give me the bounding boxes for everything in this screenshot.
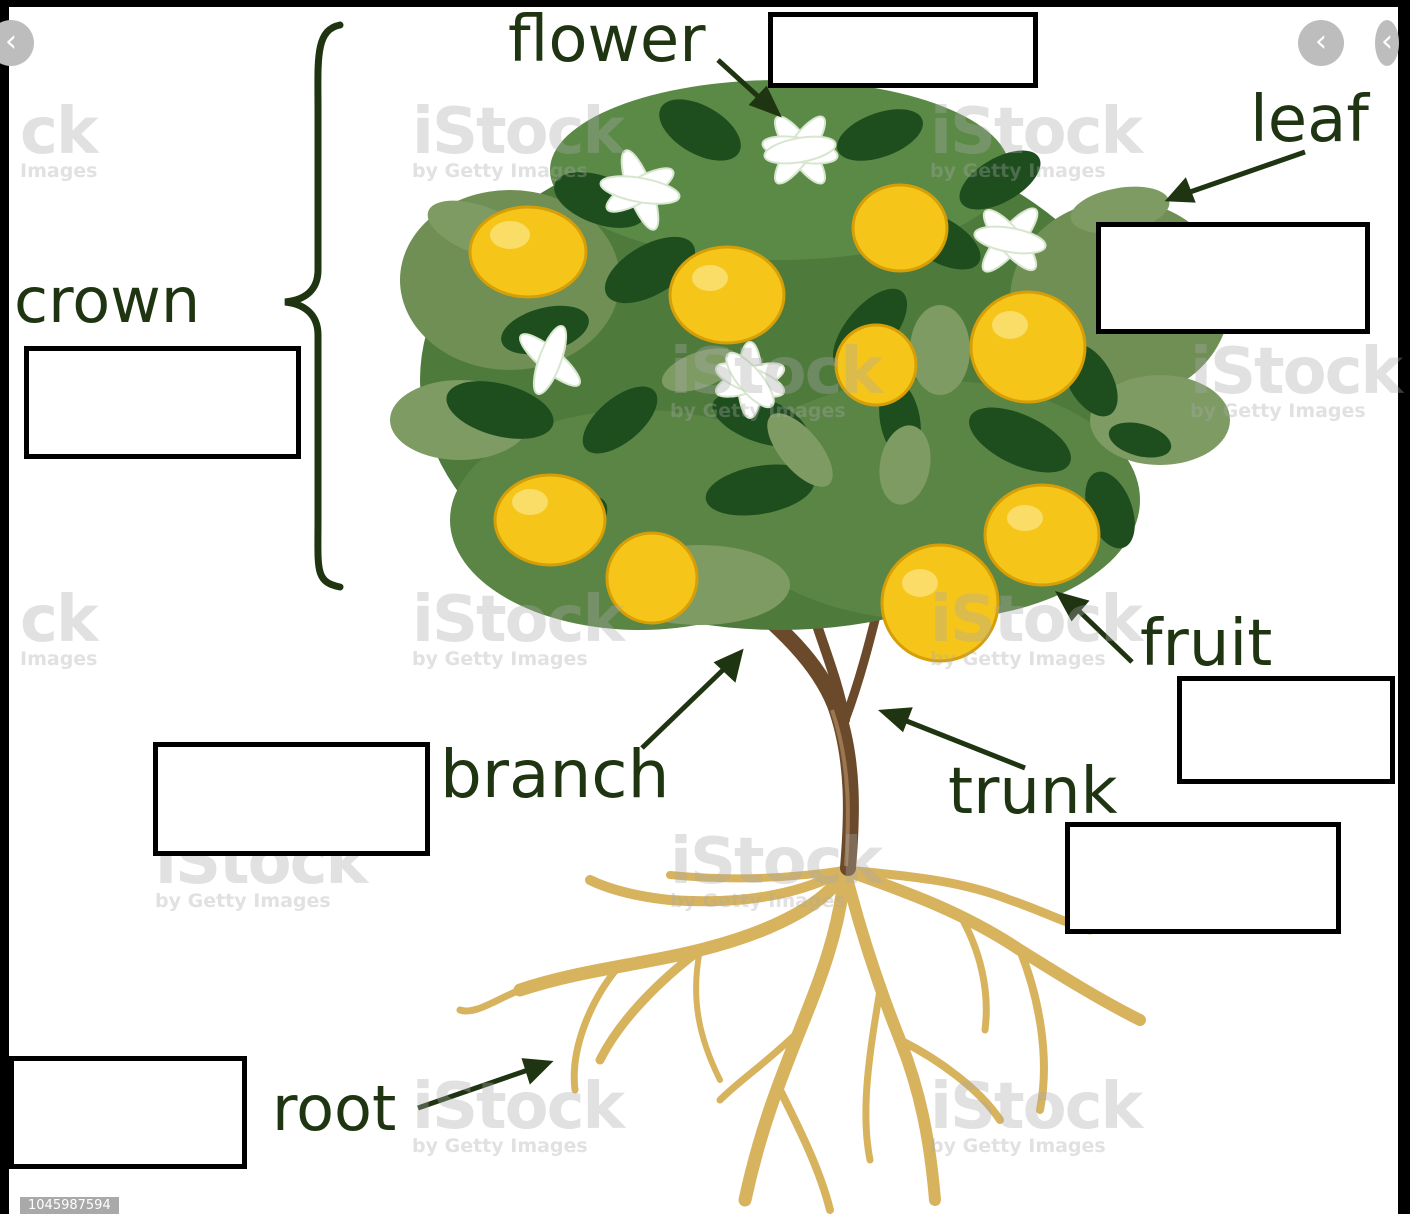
label-flower: flower <box>508 8 706 72</box>
roots <box>460 870 1140 1210</box>
chevron-icon[interactable]: ‹ <box>1375 20 1399 66</box>
next-image-button[interactable]: ‹ <box>1298 20 1344 66</box>
label-root: root <box>272 1078 396 1140</box>
label-leaf: leaf <box>1250 88 1369 152</box>
label-branch: branch <box>440 742 669 808</box>
answer-box-leaf[interactable] <box>1096 222 1370 334</box>
answer-box-trunk[interactable] <box>1065 822 1341 934</box>
answer-box-branch[interactable] <box>153 742 430 856</box>
answer-box-root[interactable] <box>9 1056 247 1169</box>
answer-box-fruit[interactable] <box>1177 676 1395 784</box>
answer-box-flower[interactable] <box>768 12 1038 88</box>
image-id-badge: 1045987594 <box>20 1197 119 1214</box>
label-crown: crown <box>14 270 200 332</box>
label-fruit: fruit <box>1140 612 1272 676</box>
label-trunk: trunk <box>948 760 1118 824</box>
answer-box-crown[interactable] <box>24 346 301 459</box>
crown-brace <box>285 25 340 587</box>
